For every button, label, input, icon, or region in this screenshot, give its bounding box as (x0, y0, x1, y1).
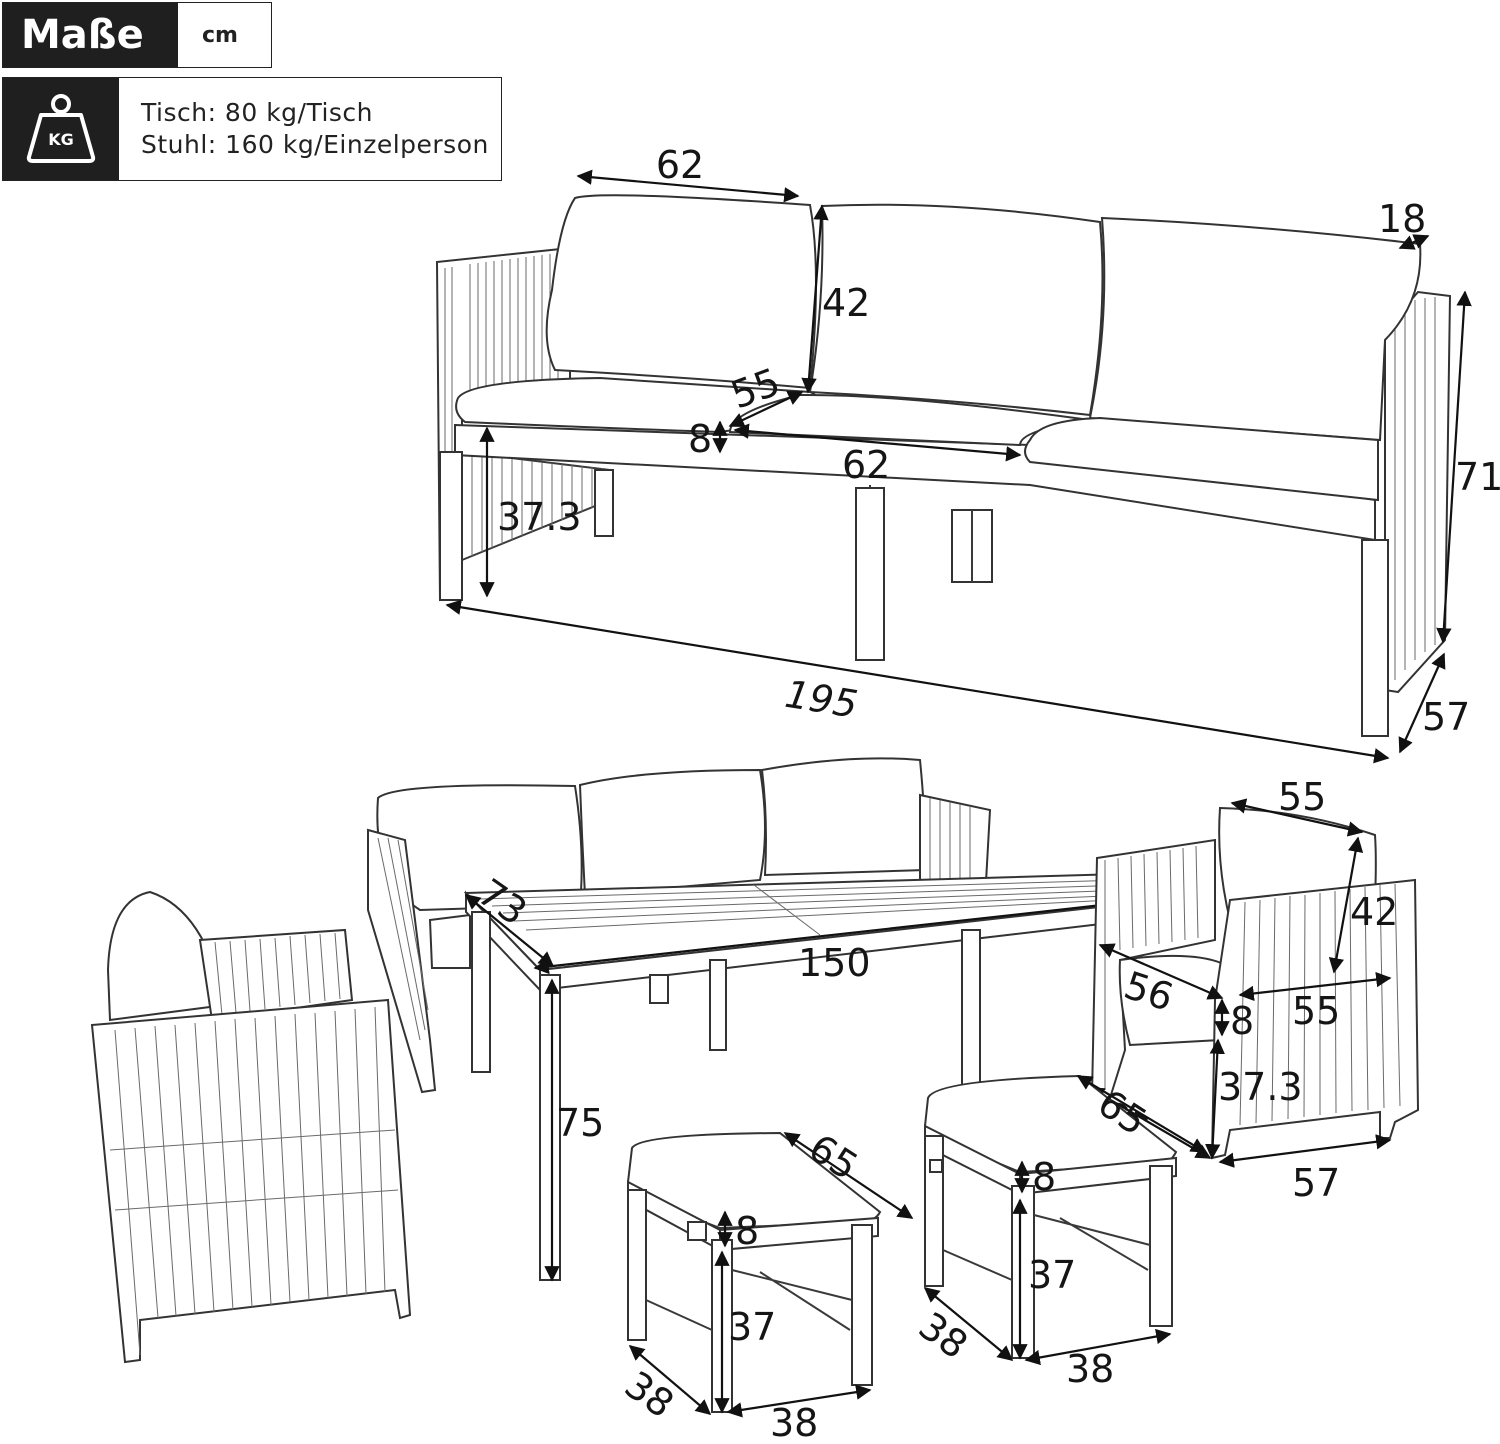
dim-sofa-back-height: 42 (822, 281, 870, 325)
dim-sofa-seat-width: 62 (842, 443, 890, 487)
dim-right-stool-depth: 38 (911, 1304, 976, 1368)
dim-left-stool-width: 38 (770, 1401, 818, 1444)
sofa-drawing (435, 194, 1452, 737)
kg-weight-icon: KG (3, 78, 119, 180)
dim-right-stool-cushion: 8 (1032, 1155, 1056, 1199)
dim-table-length: 150 (798, 941, 871, 985)
dim-armchair-seat-height: 37.3 (1218, 1065, 1303, 1109)
dim-sofa-back-width: 62 (656, 143, 704, 187)
kg-icon-text: KG (48, 130, 74, 149)
dim-sofa-total-height: 71 (1455, 455, 1500, 499)
dim-sofa-armrest: 18 (1378, 197, 1426, 241)
dim-armchair-total-width: 57 (1292, 1161, 1340, 1205)
load-capacity-text: Tisch: 80 kg/Tisch Stuhl: 160 kg/Einzelp… (119, 78, 489, 180)
unit-value: cm (202, 22, 238, 48)
left-armchair-drawing (90, 890, 412, 1364)
load-line-table: Tisch: 80 kg/Tisch (141, 98, 374, 127)
sofa-dimensions: 62 42 18 55 8 62 37.3 71 195 57 (445, 143, 1500, 764)
dim-right-stool-height: 37 (1028, 1253, 1076, 1297)
load-line-chair: Stuhl: 160 kg/Einzelperson (141, 130, 489, 159)
dim-sofa-seat-height: 37.3 (497, 495, 582, 539)
dim-sofa-total-width: 195 (782, 672, 861, 727)
dim-armchair-seat-width: 55 (1292, 989, 1340, 1033)
dim-left-stool-height: 37 (728, 1305, 776, 1349)
load-capacity-box: KG Tisch: 80 kg/Tisch Stuhl: 160 kg/Einz… (2, 77, 502, 181)
dim-armchair-back-height: 42 (1350, 890, 1398, 934)
unit-box: Maße cm (2, 2, 272, 68)
dim-left-stool-cushion: 8 (735, 1209, 759, 1253)
dim-right-stool-width: 38 (1066, 1347, 1114, 1391)
dim-sofa-total-depth: 57 (1422, 695, 1470, 739)
dim-table-height: 75 (556, 1101, 604, 1145)
dining-sofa-drawing (367, 757, 992, 1094)
dim-sofa-seat-thickness: 8 (688, 417, 712, 461)
dim-armchair-back-width: 55 (1278, 775, 1326, 819)
unit-label: Maße (3, 3, 178, 67)
dim-armchair-seat-thickness: 8 (1230, 999, 1254, 1043)
dim-left-stool-depth: 38 (617, 1363, 682, 1427)
